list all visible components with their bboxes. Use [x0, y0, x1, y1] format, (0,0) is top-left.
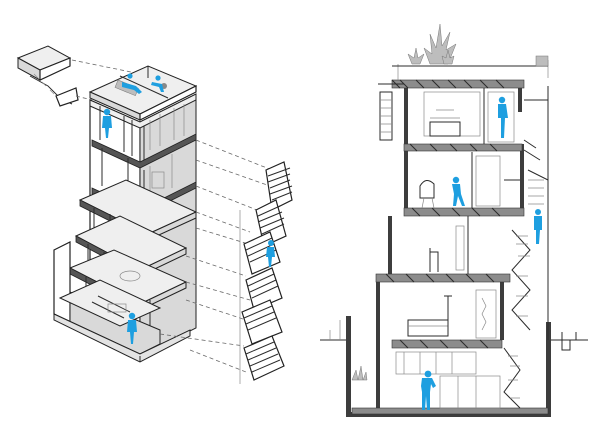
person-figures-axonometric [102, 73, 275, 344]
section-slabs [351, 79, 549, 415]
tower-lower-floors [53, 179, 198, 363]
section-interiors [395, 88, 520, 409]
projection-lines [159, 139, 273, 373]
person-icon [498, 96, 508, 138]
person-icon [151, 75, 164, 92]
roof-garden [392, 23, 549, 80]
person-icon [266, 240, 275, 267]
person-icon [102, 108, 112, 138]
person-icon [127, 312, 137, 344]
exterior-stair-left [378, 83, 404, 141]
ground [320, 316, 588, 417]
person-icon [122, 73, 142, 94]
person-figures-section [421, 96, 542, 410]
person-icon [452, 176, 465, 206]
person-icon [534, 209, 542, 244]
interior-stair-right [503, 86, 549, 409]
person-icon [421, 370, 436, 410]
